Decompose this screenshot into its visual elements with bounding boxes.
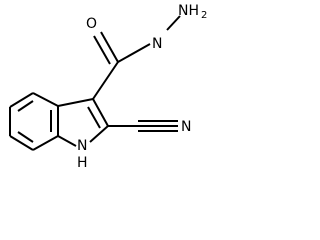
bond-benzene-top-left	[9, 92, 34, 108]
bond-carbonyl-nitrogen	[117, 43, 151, 63]
atom-label-group: O N NH 2 N N H	[77, 3, 207, 171]
bond-benzene-inner-bottom	[17, 131, 34, 143]
bond-c2-n1	[89, 125, 109, 143]
amine-subscript: 2	[201, 10, 207, 21]
amine-label: NH	[178, 3, 199, 19]
bond-group	[9, 15, 181, 151]
bond-n1-c7a	[57, 135, 77, 147]
ring-nitrogen-label: N	[77, 138, 87, 154]
bond-carbonyl-double-2	[93, 35, 111, 65]
bond-carbonyl-double-1	[100, 31, 119, 63]
bond-benzene-top	[32, 92, 59, 107]
bond-benzene-bottom-left	[9, 135, 34, 151]
ring-hydrogen-label: H	[77, 155, 88, 171]
nitrile-nitrogen-label: N	[181, 119, 191, 135]
bond-benzene-inner-top	[17, 100, 34, 112]
oxygen-label: O	[86, 16, 97, 32]
hydrazide-nitrogen-label: N	[152, 36, 162, 52]
bond-c3a-c3	[57, 98, 94, 107]
bond-c3-c2	[92, 98, 109, 127]
molecule-structure-diagram: O N NH 2 N N H	[9, 3, 207, 171]
bond-n-nh2	[166, 15, 181, 31]
bond-c3-carbonyl	[92, 61, 119, 100]
bond-benzene-bottom	[32, 135, 59, 151]
bond-c2-c3-inner	[87, 106, 101, 129]
